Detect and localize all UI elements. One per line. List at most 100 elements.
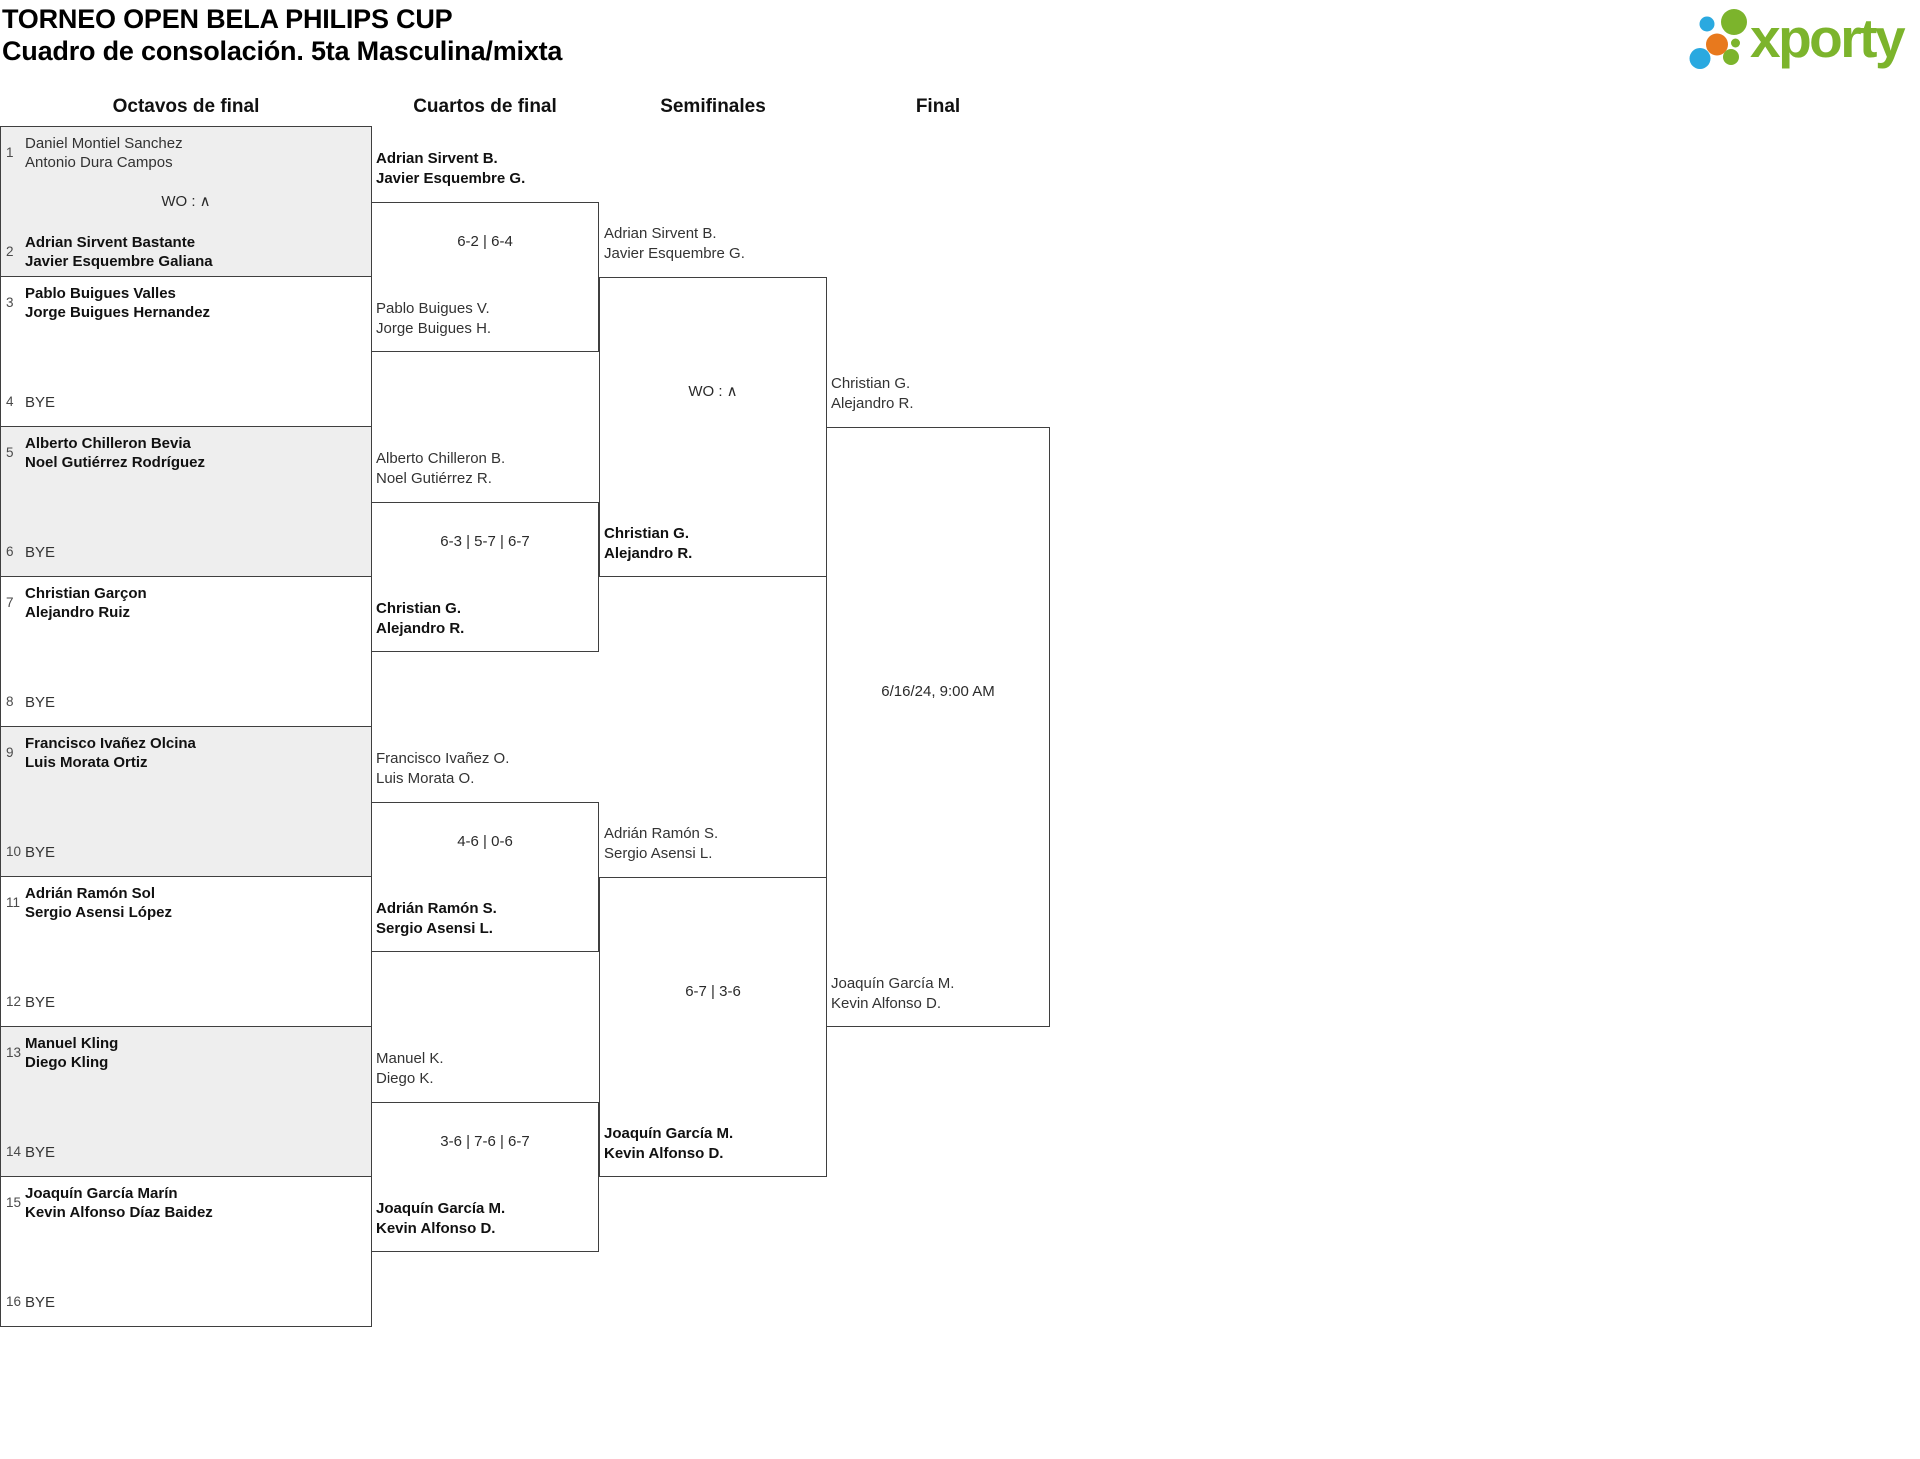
match-score: 6-2 | 6-4: [457, 233, 513, 250]
team-name: Pablo Buigues V.: [376, 300, 490, 317]
team-name: Alejandro Ruiz: [25, 604, 131, 621]
cuartos-2-bottom-team: Christian G. Alejandro R.: [376, 599, 594, 639]
seed-number: 8: [6, 694, 14, 709]
logo-dot-green-small: [1723, 49, 1739, 65]
team-name: Adrian Sirvent B.: [376, 150, 498, 167]
team-name: Antonio Dura Campos: [25, 154, 173, 171]
team-name: Jorge Buigues Hernandez: [25, 304, 211, 321]
team-name: Adrián Ramón S.: [604, 825, 719, 842]
match-result: WO : ∧: [161, 193, 211, 210]
logo-dot-blue-large: [1689, 48, 1711, 69]
team-name: Diego Kling: [25, 1054, 109, 1071]
round-header-cuartos: Cuartos de final: [413, 96, 557, 117]
tournament-name: TORNEO OPEN BELA PHILIPS CUP: [2, 4, 453, 34]
seed-number: 9: [6, 745, 14, 760]
cuartos-match-1: 6-2 | 6-4: [371, 202, 599, 352]
team-name: Christian Garçon: [25, 585, 147, 602]
match-score: WO : ∧: [688, 383, 738, 400]
cuartos-match-3: 4-6 | 0-6: [371, 802, 599, 952]
team-name: Joaquín García Marín: [25, 1185, 178, 1202]
team-name: Daniel Montiel Sanchez: [25, 135, 183, 152]
team-name: Alejandro R.: [376, 620, 465, 637]
bracket-subtitle: Cuadro de consolación. 5ta Masculina/mix…: [2, 36, 563, 66]
team-slot-4: 4 BYE: [1, 382, 371, 422]
seed-number: 14: [6, 1144, 22, 1159]
cuartos-2-top-team: Alberto Chilleron B. Noel Gutiérrez R.: [376, 449, 594, 489]
final-top-team: Christian G. Alejandro R.: [831, 374, 1049, 414]
seed-number: 16: [6, 1294, 22, 1309]
seed-number: 12: [6, 994, 22, 1009]
bye-label: BYE: [25, 993, 56, 1011]
team-name: Francisco Ivañez O.: [376, 750, 510, 767]
bye-label: BYE: [25, 543, 56, 561]
team-name: Jorge Buigues H.: [376, 320, 492, 337]
cuartos-match-2: 6-3 | 5-7 | 6-7: [371, 502, 599, 652]
cuartos-3-bottom-team: Adrián Ramón S. Sergio Asensi L.: [376, 899, 594, 939]
seed-number: 15: [6, 1195, 22, 1210]
seed-number: 2: [6, 244, 14, 259]
logo-wordmark: xporty: [1750, 7, 1906, 69]
bye-label: BYE: [25, 693, 56, 711]
team-slot-12: 12 BYE: [1, 982, 371, 1022]
final-bottom-team: Joaquín García M. Kevin Alfonso D.: [831, 974, 1049, 1014]
team-name: Sergio Asensi L.: [604, 845, 713, 862]
team-name: Francisco Ivañez Olcina: [25, 735, 196, 752]
team-name: Javier Esquembre G.: [604, 245, 745, 262]
team-name: Luis Morata O.: [376, 770, 475, 787]
cuartos-1-top-team: Adrian Sirvent B. Javier Esquembre G.: [376, 149, 594, 189]
seed-number: 4: [6, 394, 14, 409]
semifinal-1-bottom-team: Christian G. Alejandro R.: [604, 524, 822, 564]
team-name: Manuel Kling: [25, 1035, 119, 1052]
semifinal-2-bottom-team: Joaquín García M. Kevin Alfonso D.: [604, 1124, 822, 1164]
team-slot-6: 6 BYE: [1, 532, 371, 572]
team-name: Javier Esquembre Galiana: [25, 253, 213, 270]
semifinal-2-top-team: Adrián Ramón S. Sergio Asensi L.: [604, 824, 822, 864]
cuartos-match-4: 3-6 | 7-6 | 6-7: [371, 1102, 599, 1252]
team-name: Kevin Alfonso Díaz Baidez: [25, 1204, 213, 1221]
team-name: Adrian Sirvent Bastante: [25, 234, 196, 251]
team-name: Javier Esquembre G.: [376, 170, 526, 187]
xporty-logo: xporty: [1689, 7, 1909, 69]
team-name: Diego K.: [376, 1070, 434, 1087]
seed-number: 11: [6, 895, 21, 910]
team-name: Sergio Asensi L.: [376, 920, 493, 937]
team-slot-8: 8 BYE: [1, 682, 371, 722]
match-score: 4-6 | 0-6: [457, 833, 513, 850]
team-name: Joaquín García M.: [376, 1200, 506, 1217]
bye-label: BYE: [25, 843, 56, 861]
seed-number: 7: [6, 595, 14, 610]
seed-number: 6: [6, 544, 14, 559]
round-header-octavos: Octavos de final: [112, 96, 260, 117]
bye-label: BYE: [25, 393, 56, 411]
cuartos-4-bottom-team: Joaquín García M. Kevin Alfonso D.: [376, 1199, 594, 1239]
logo-dot-green-large: [1721, 9, 1747, 35]
seed-number: 1: [6, 145, 14, 160]
team-name: Noel Gutiérrez R.: [376, 470, 492, 487]
seed-number: 5: [6, 445, 14, 460]
seed-number: 13: [6, 1045, 22, 1060]
final-schedule: 6/16/24, 9:00 AM: [881, 683, 995, 700]
team-name: Alejandro R.: [831, 395, 914, 412]
team-name: Christian G.: [376, 600, 462, 617]
cuartos-3-top-team: Francisco Ivañez O. Luis Morata O.: [376, 749, 594, 789]
match-score: 6-7 | 3-6: [685, 983, 741, 1000]
logo-dot-orange: [1706, 33, 1728, 56]
match-score: 6-3 | 5-7 | 6-7: [440, 533, 530, 550]
logo-dot-green-tiny: [1731, 38, 1740, 48]
bye-label: BYE: [25, 1293, 56, 1311]
team-name: Sergio Asensi López: [25, 904, 172, 921]
